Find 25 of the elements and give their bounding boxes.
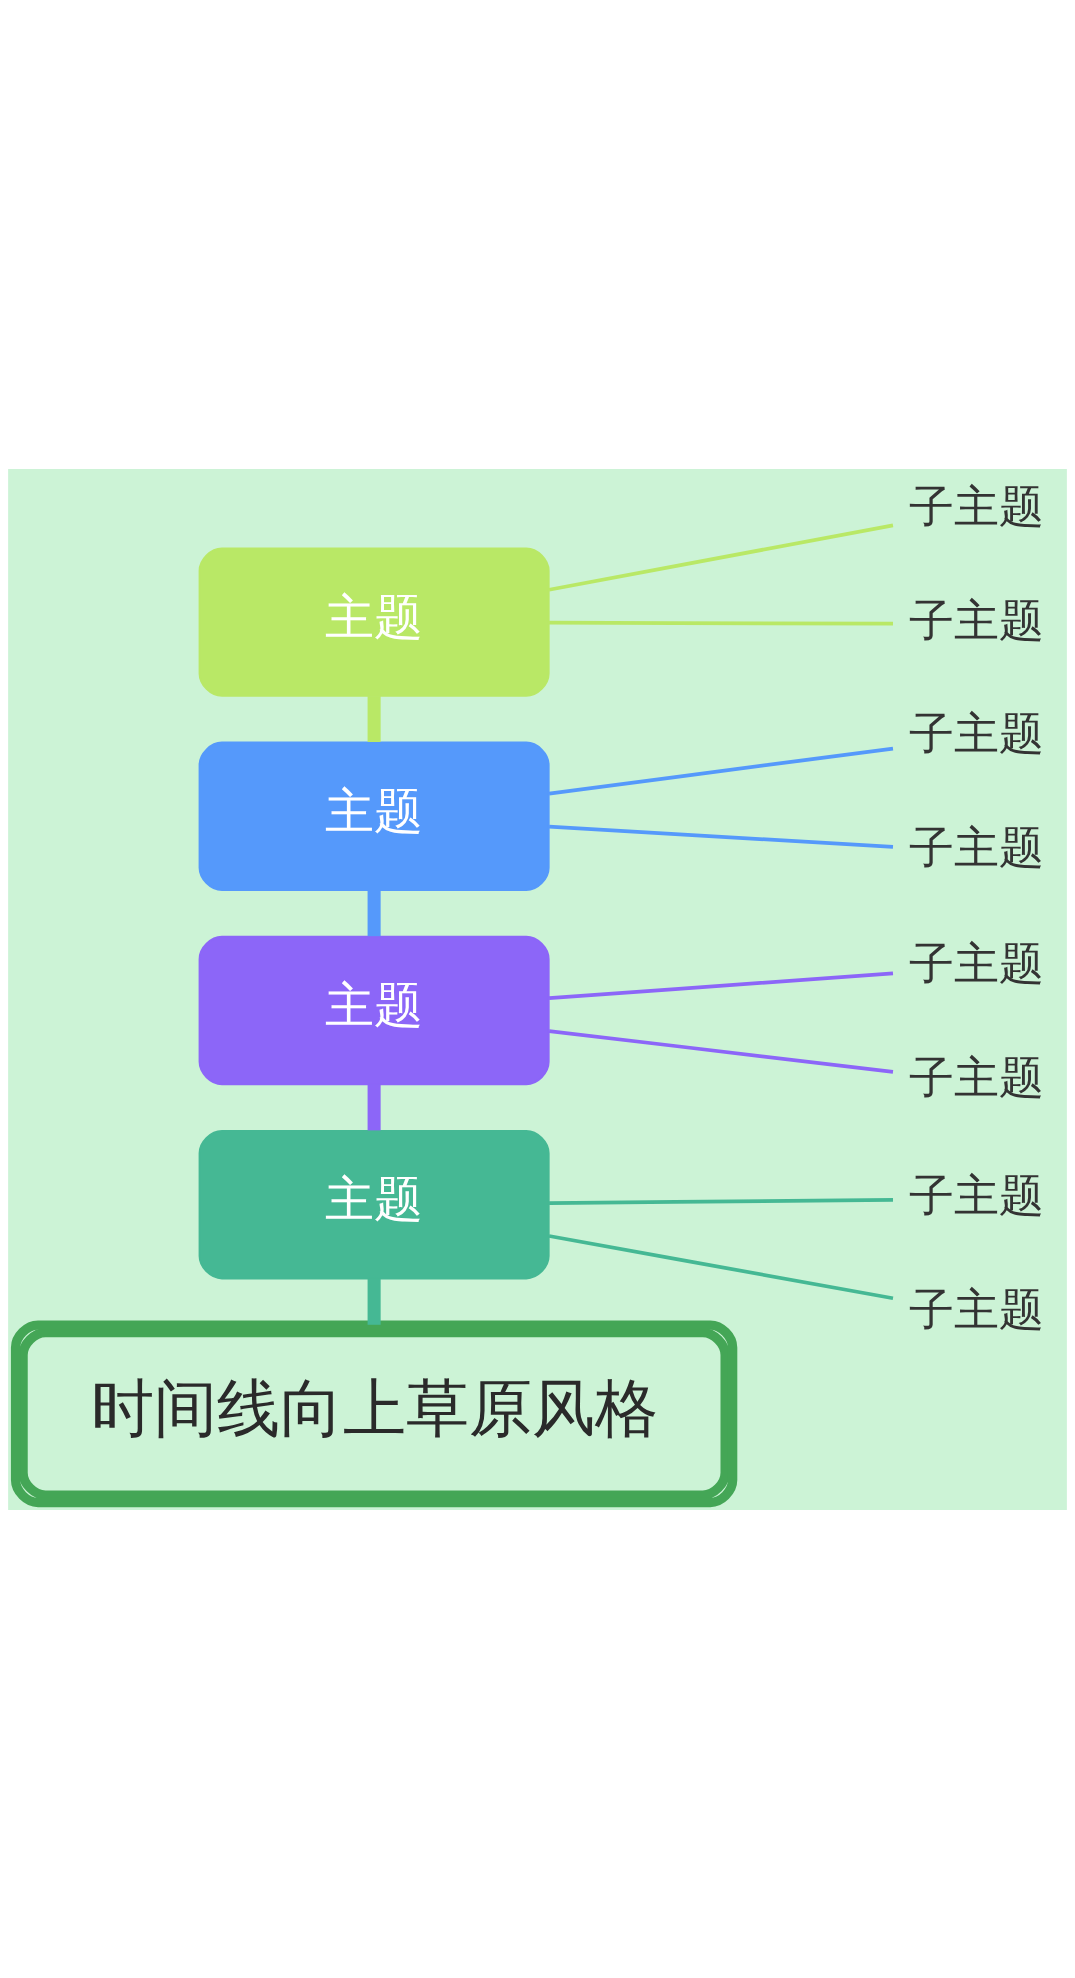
connector xyxy=(548,523,894,592)
node-box: 主题 xyxy=(198,935,550,1085)
node-box: 时间线向上草原风格 xyxy=(10,1319,738,1507)
connector xyxy=(549,620,893,626)
connector xyxy=(367,1278,381,1325)
node-text: 子主题 xyxy=(908,1168,1044,1222)
node-box: 主题 xyxy=(198,1129,550,1279)
connector xyxy=(548,971,894,1000)
connector xyxy=(367,695,381,742)
connector xyxy=(367,889,381,936)
node-text: 子主题 xyxy=(908,479,1044,533)
node-box: 主题 xyxy=(198,546,550,697)
node-text: 子主题 xyxy=(908,706,1044,760)
node-text: 子主题 xyxy=(908,1050,1044,1104)
connector xyxy=(548,1233,894,1300)
node-text: 子主题 xyxy=(908,936,1044,990)
connector xyxy=(549,1197,893,1205)
node-text: 子主题 xyxy=(908,820,1044,874)
node-box: 主题 xyxy=(198,741,550,891)
connector xyxy=(548,1028,894,1074)
node-text: 子主题 xyxy=(908,1282,1044,1336)
node-text: 子主题 xyxy=(908,593,1044,647)
connector xyxy=(367,1084,381,1130)
connector xyxy=(548,746,894,795)
connector xyxy=(548,824,894,849)
